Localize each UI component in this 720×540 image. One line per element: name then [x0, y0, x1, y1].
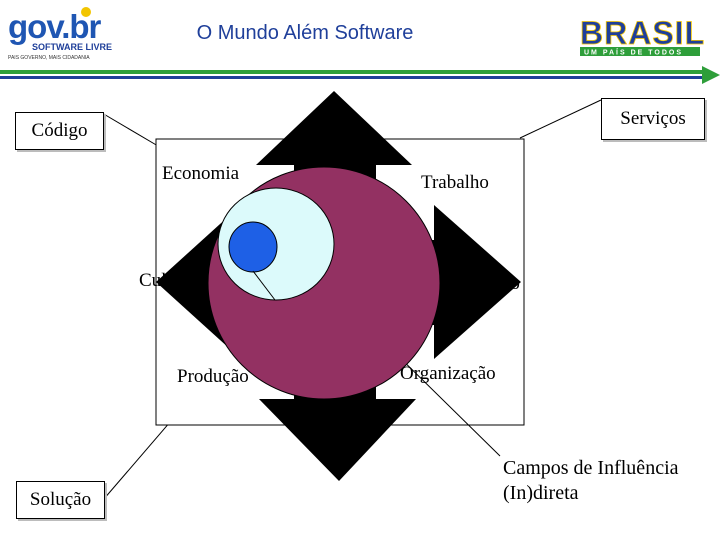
campos-caption: Campos de Influência (In)direta	[503, 456, 679, 506]
label-trabalho: Trabalho	[421, 172, 489, 193]
solucao-box: Solução	[16, 481, 105, 519]
label-economia: Economia	[162, 163, 240, 184]
line-solucao-inner	[252, 270, 276, 301]
line-servicos	[519, 99, 602, 139]
campos-caption-line-1: Campos de Influência	[503, 457, 679, 479]
label-producao: Produção	[177, 366, 249, 387]
brasil-logo-band	[580, 47, 700, 56]
gov-br-logo-dot	[81, 7, 91, 17]
brasil-logo: BRASIL UM PAÍS DE TODOS	[580, 15, 705, 57]
label-ciencia: Ciência	[310, 130, 380, 152]
brasil-logo-main: BRASIL	[580, 15, 705, 51]
label-educacao: Educação	[446, 273, 520, 294]
brasil-logo-subtitle: UM PAÍS DE TODOS	[584, 48, 683, 57]
servicos-box: Serviços	[601, 98, 705, 140]
header-rule	[0, 66, 720, 84]
gov-br-logo-tagline: PAIS GOVERNO, MAIS CIDADANIA	[8, 55, 90, 61]
gov-br-logo-subtitle: SOFTWARE LIVRE	[32, 42, 112, 52]
codigo-box: Código	[15, 112, 104, 150]
line-codigo	[101, 112, 159, 147]
slide-title: O Mundo Além Software	[196, 22, 414, 44]
core-circle	[228, 221, 278, 273]
gov-br-logo: gov.br SOFTWARE LIVRE PAIS GOVERNO, MAIS…	[8, 7, 112, 61]
label-organizacao: Organização	[400, 363, 496, 384]
header-rule-arrowhead	[702, 66, 720, 84]
label-cultura: Cultura	[139, 270, 196, 291]
label-saude: Saúde	[315, 397, 375, 419]
campos-caption-line-2: (In)direta	[503, 482, 579, 504]
